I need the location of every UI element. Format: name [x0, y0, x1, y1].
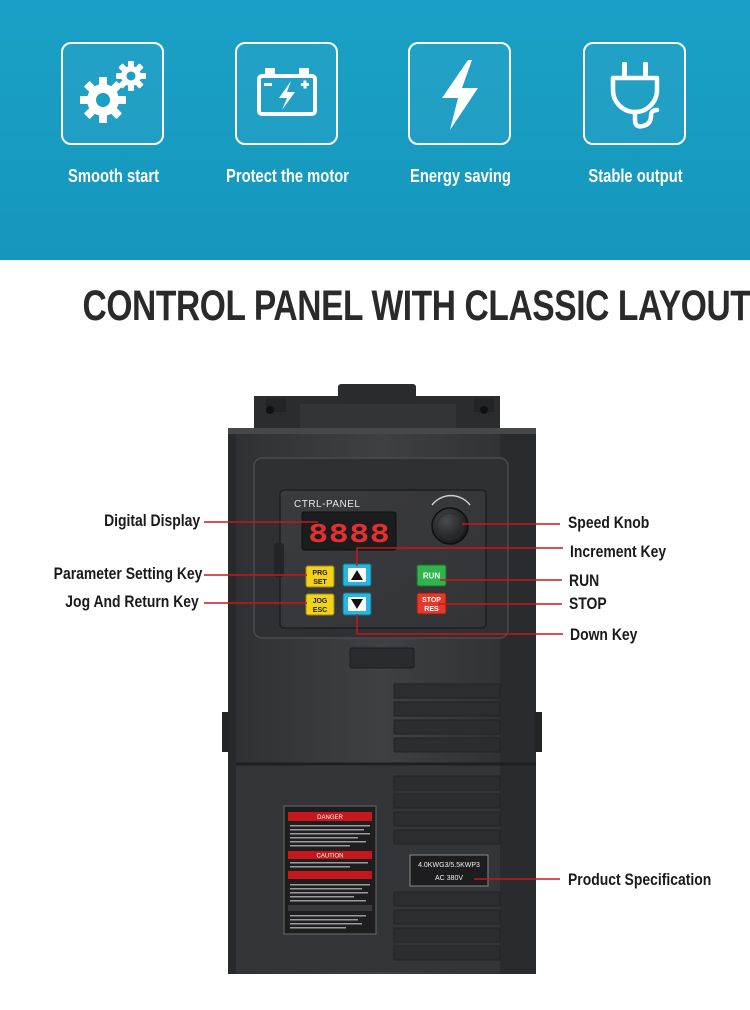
jog-key-label-1: JOG	[313, 598, 328, 605]
feature-stable-output: Stable output	[583, 42, 688, 186]
vent-slats-upper	[393, 683, 501, 753]
down-arrow-icon	[351, 599, 363, 609]
increment-key[interactable]	[342, 563, 372, 587]
lightning-icon	[441, 59, 478, 130]
feature-tile	[235, 42, 338, 145]
callout-stop: STOP	[569, 594, 607, 613]
callout-increment-key: Increment Key	[570, 542, 667, 561]
feature-label: Smooth start	[67, 166, 160, 186]
stop-key-label-2: RES	[424, 606, 439, 613]
callout-jog-return-key: Jog And Return Key	[65, 592, 199, 611]
spec-model: 4.0KWG3/5.5KWP3	[418, 862, 480, 869]
feature-energy-saving: Energy saving	[408, 42, 513, 186]
spec-voltage: AC 380V	[435, 875, 463, 882]
stop-reset-key[interactable]: STOP RES	[416, 592, 447, 615]
battery-bolt-icon	[256, 67, 317, 116]
callout-speed-knob: Speed Knob	[568, 513, 650, 532]
prg-set-key[interactable]: PRG SET	[305, 565, 335, 588]
panel-title: CTRL-PANEL	[294, 499, 361, 510]
callout-down-key: Down Key	[570, 625, 638, 644]
stop-key-label-1: STOP	[422, 597, 441, 604]
gears-icon	[79, 60, 146, 123]
vent-slats-lower	[393, 775, 501, 961]
callout-parameter-setting-key: Parameter Setting Key	[53, 564, 202, 583]
feature-tile	[61, 42, 164, 145]
spec-plate: 4.0KWG3/5.5KWP3 AC 380V	[409, 854, 489, 887]
callout-digital-display: Digital Display	[103, 511, 200, 530]
jog-key-label-2: ESC	[313, 607, 327, 614]
top-bracket	[254, 384, 500, 430]
feature-protect-motor: Protect the motor	[226, 42, 349, 186]
up-arrow-icon	[351, 570, 363, 580]
leader-increment-key	[356, 547, 563, 566]
jog-esc-key[interactable]: JOG ESC	[305, 593, 335, 616]
caution-title: CAUTION	[317, 854, 344, 860]
feature-tile	[583, 42, 686, 145]
feature-banner: Smooth start Protect the motor Energy sa…	[0, 0, 750, 260]
feature-label: Stable output	[588, 166, 683, 186]
digital-display-readout: 8888	[308, 519, 390, 548]
danger-title: DANGER	[317, 815, 343, 821]
feature-smooth-start: Smooth start	[61, 42, 166, 186]
prg-key-label-1: PRG	[312, 570, 328, 577]
down-key[interactable]	[342, 592, 372, 616]
feature-tile	[408, 42, 511, 145]
leader-down-key	[356, 614, 563, 635]
callout-run: RUN	[569, 571, 600, 590]
page-headline: CONTROL PANEL WITH CLASSIC LAYOUT	[82, 282, 750, 330]
plug-icon	[610, 61, 659, 129]
callout-lines	[204, 521, 563, 880]
warning-label: DANGER CAUTION	[283, 805, 377, 935]
callout-product-specification: Product Specification	[568, 870, 712, 889]
feature-label: Energy saving	[410, 166, 511, 186]
run-key[interactable]: RUN	[416, 564, 447, 587]
prg-key-label-2: SET	[313, 579, 327, 586]
run-key-label: RUN	[423, 572, 441, 581]
feature-label: Protect the motor	[225, 166, 349, 186]
